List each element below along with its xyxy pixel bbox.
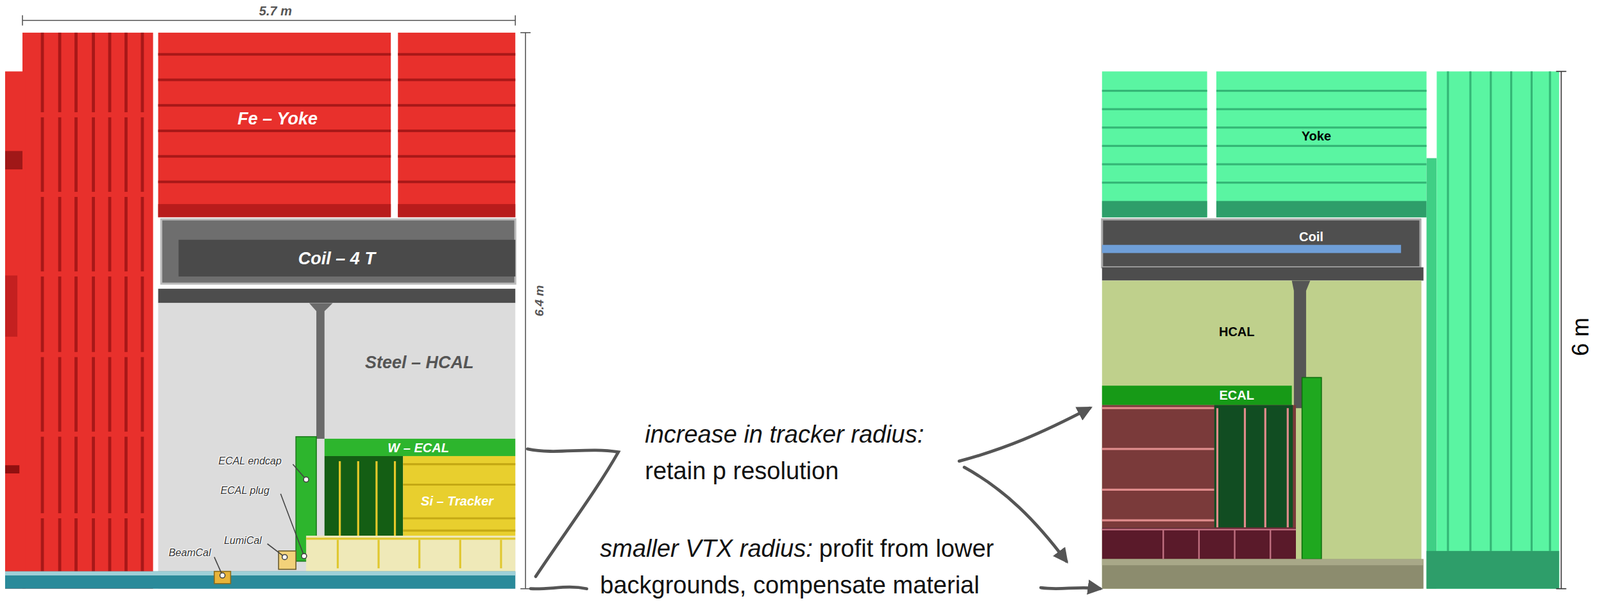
note: increase in tracker radius:: [644, 416, 1005, 453]
region-label: Yoke: [1301, 128, 1332, 144]
region-label: Coil – 4 T: [298, 249, 376, 269]
detector-region: Si – Tracker: [417, 492, 498, 510]
region-label: Fe – Yoke: [237, 109, 318, 129]
region-label: W – ECAL: [387, 440, 450, 455]
detector-region: W – ECAL: [383, 439, 453, 457]
annotation-note: increase in tracker radius:retain p reso…: [644, 416, 1005, 490]
detector-region: Coil: [1295, 228, 1328, 246]
part-name: ECAL plug: [220, 485, 270, 497]
dimension: 5.7 m: [259, 3, 292, 19]
detector-region: HCAL: [1215, 323, 1259, 341]
note: retain p resolution: [644, 452, 1005, 490]
region-label: ECAL: [1219, 388, 1255, 403]
dimension: 6.4 m: [532, 285, 547, 317]
detector-region: ECAL: [1215, 386, 1259, 404]
note: smaller VTX radius:: [599, 535, 813, 562]
part-name: LumiCal: [223, 535, 262, 547]
region-label: HCAL: [1218, 324, 1255, 339]
detector-region: Steel – HCAL: [361, 352, 478, 375]
detector-region: Yoke: [1297, 127, 1336, 145]
dimension: 6 m: [1567, 317, 1595, 357]
region-label: Si – Tracker: [420, 493, 494, 509]
annotation-note: smaller VTX radius:profit from lower bac…: [599, 530, 1088, 603]
region-label: Steel – HCAL: [365, 353, 475, 373]
detector-region: Coil – 4 T: [294, 248, 380, 271]
part-name: BeamCal: [168, 547, 212, 559]
region-label: Coil: [1299, 229, 1324, 244]
part-name: ECAL endcap: [218, 455, 281, 468]
detector-region: Fe – Yoke: [233, 108, 322, 131]
